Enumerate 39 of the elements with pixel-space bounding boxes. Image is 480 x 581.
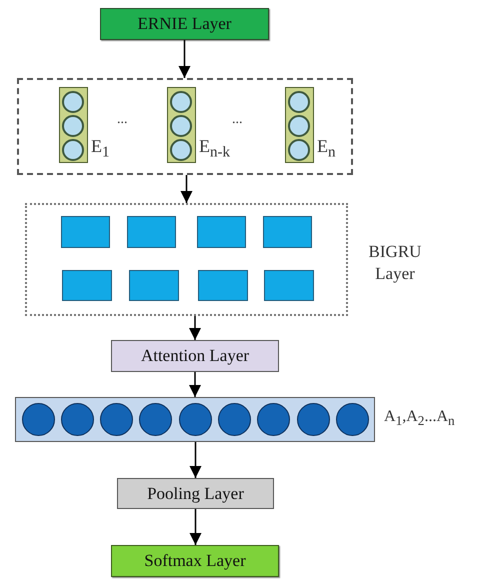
attention-unit	[336, 402, 369, 436]
vector-label: E$_{n}$	[317, 136, 336, 162]
attention-unit	[257, 402, 290, 436]
layer-box	[100, 8, 269, 40]
gru-unit	[129, 270, 179, 301]
gru-unit	[127, 216, 176, 248]
vector-label: E$_{n-k}$	[199, 136, 230, 162]
ellipsis: ...	[232, 112, 242, 128]
gru-unit	[61, 216, 110, 248]
gru-unit	[62, 270, 112, 301]
gru-unit	[197, 216, 246, 248]
layer-label: Pooling Layer	[146, 482, 245, 505]
arrow	[189, 316, 201, 340]
attention-unit	[296, 402, 330, 436]
vector-label: E$_{1}$	[91, 136, 110, 162]
layer-box	[117, 478, 274, 509]
arrow	[190, 509, 202, 545]
ellipsis: ...	[117, 112, 128, 128]
arrow	[189, 372, 201, 397]
arrow	[180, 175, 192, 203]
layer-box	[111, 340, 279, 372]
layer-label: Attention Layer	[140, 345, 250, 367]
gru-unit	[263, 216, 312, 248]
arrow	[190, 442, 202, 478]
layer-label: Softmax Layer	[143, 550, 247, 572]
attention-unit	[22, 402, 54, 436]
layer-label: ERNIE Layer	[136, 13, 232, 35]
embedding-group-frame	[17, 78, 353, 175]
gru-unit	[198, 270, 248, 301]
attention-unit	[100, 402, 134, 436]
layer-label: BIGRU Layer	[368, 241, 422, 285]
attention-unit	[139, 402, 172, 436]
output-label: A$_{1}$,A$_{2}$...A$_{n}$	[384, 408, 455, 430]
attention-unit	[178, 402, 212, 436]
attention-unit	[60, 402, 94, 436]
arrow	[178, 40, 190, 78]
gru-unit	[264, 270, 314, 301]
layer-box	[111, 545, 279, 577]
attention-unit	[218, 402, 251, 436]
